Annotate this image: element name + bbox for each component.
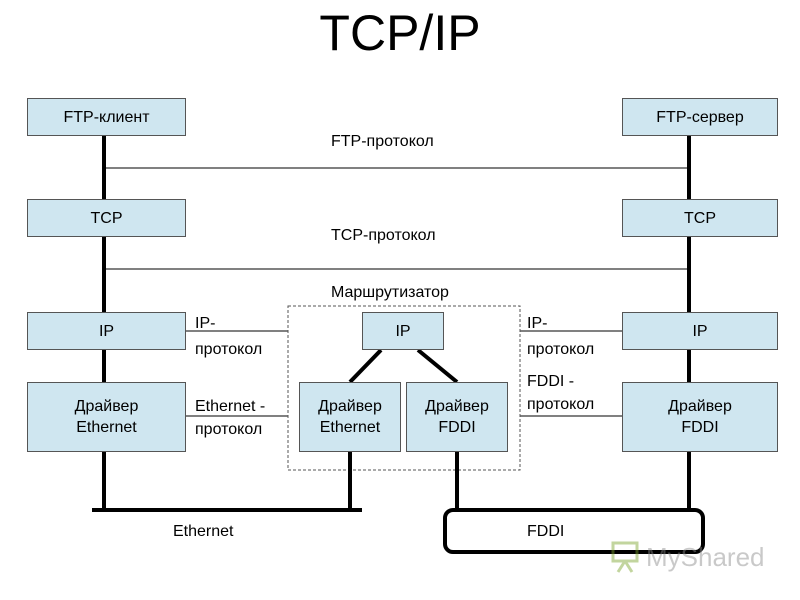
fddi-protocol-label-line2: протокол xyxy=(527,396,595,413)
router-boundary xyxy=(287,305,521,471)
router-ip-label: IP xyxy=(395,322,411,340)
ftp-server-label: FTP-сервер xyxy=(656,108,744,126)
left-ip-label: IP xyxy=(98,322,115,340)
ip-protocol-right-label-line2: протокол xyxy=(527,341,595,358)
router-eth-label-line1: Драйвер xyxy=(318,398,382,415)
presentation-board-icon xyxy=(611,541,639,573)
watermark-logo: MyShared xyxy=(610,538,770,578)
router-ip-to-eth-link xyxy=(348,348,383,384)
router-label: Маршрутизатор xyxy=(331,284,449,301)
right-driver-label-line2: FDDI xyxy=(681,419,719,436)
router-ip-to-fddi-link xyxy=(416,348,459,384)
router-fddi-driver-box: Драйвер FDDI xyxy=(406,382,508,452)
left-ethernet-driver-box: Драйвер Ethernet xyxy=(27,382,186,452)
ftp-server-box: FTP-сервер xyxy=(622,98,778,136)
router-fddi-label-line2: FDDI xyxy=(438,419,476,436)
ftp-client-label: FTP-клиент xyxy=(63,108,150,126)
router-eth-label-line2: Ethernet xyxy=(319,419,381,436)
tcp-protocol-label: TCP-протокол xyxy=(331,227,436,244)
right-fddi-driver-box: Драйвер FDDI xyxy=(622,382,778,452)
ethernet-network-label: Ethernet xyxy=(173,523,234,540)
right-tcp-box: TCP xyxy=(622,199,778,237)
router-ip-box: IP xyxy=(362,312,444,350)
fddi-protocol-label-line1: FDDI - xyxy=(527,373,575,390)
ip-protocol-right-label-line1: IP- xyxy=(527,315,548,332)
left-tcp-label: TCP xyxy=(90,209,123,227)
right-ip-box: IP xyxy=(622,312,778,350)
diagram-title: TCP/IP xyxy=(319,5,481,61)
router-fddi-label-line1: Драйвер xyxy=(425,398,489,415)
ip-protocol-left-label-line2: протокол xyxy=(195,341,263,358)
fddi-ring xyxy=(443,508,705,554)
ftp-client-box: FTP-клиент xyxy=(27,98,186,136)
left-driver-label-line2: Ethernet xyxy=(76,419,137,436)
left-tcp-box: TCP xyxy=(27,199,186,237)
ip-protocol-left-label-line1: IP- xyxy=(195,315,216,332)
left-driver-label-line1: Драйвер xyxy=(74,398,139,415)
router-ethernet-driver-box: Драйвер Ethernet xyxy=(299,382,401,452)
watermark-text: MyShared xyxy=(646,542,765,572)
left-ip-box: IP xyxy=(27,312,186,350)
ftp-protocol-label: FTP-протокол xyxy=(331,133,434,150)
ethernet-protocol-label-line2: протокол xyxy=(195,421,263,438)
ethernet-protocol-label-line1: Ethernet - xyxy=(195,398,266,415)
right-driver-label-line1: Драйвер xyxy=(668,398,732,415)
fddi-network-label: FDDI xyxy=(527,523,565,540)
right-ip-label: IP xyxy=(692,322,708,340)
right-tcp-label: TCP xyxy=(684,209,716,227)
